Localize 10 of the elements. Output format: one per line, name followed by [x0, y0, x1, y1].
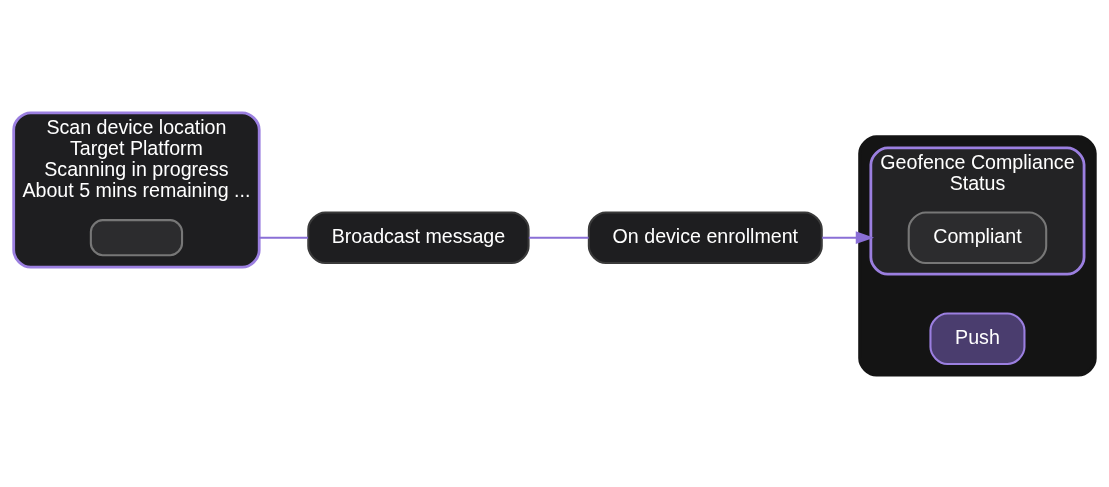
node-box: Broadcast message — [307, 210, 530, 264]
cluster — [858, 134, 1097, 377]
cluster: Scan device location Target Platform Scanning in progress About 5 mins remaining ... — [12, 110, 261, 269]
connector — [528, 236, 589, 239]
arrow — [822, 230, 874, 244]
node-box — [89, 218, 184, 256]
node-box: Compliant — [907, 210, 1048, 264]
node-box: Push — [929, 311, 1026, 365]
connector — [259, 236, 308, 239]
node-box: On device enrollment — [587, 210, 823, 264]
